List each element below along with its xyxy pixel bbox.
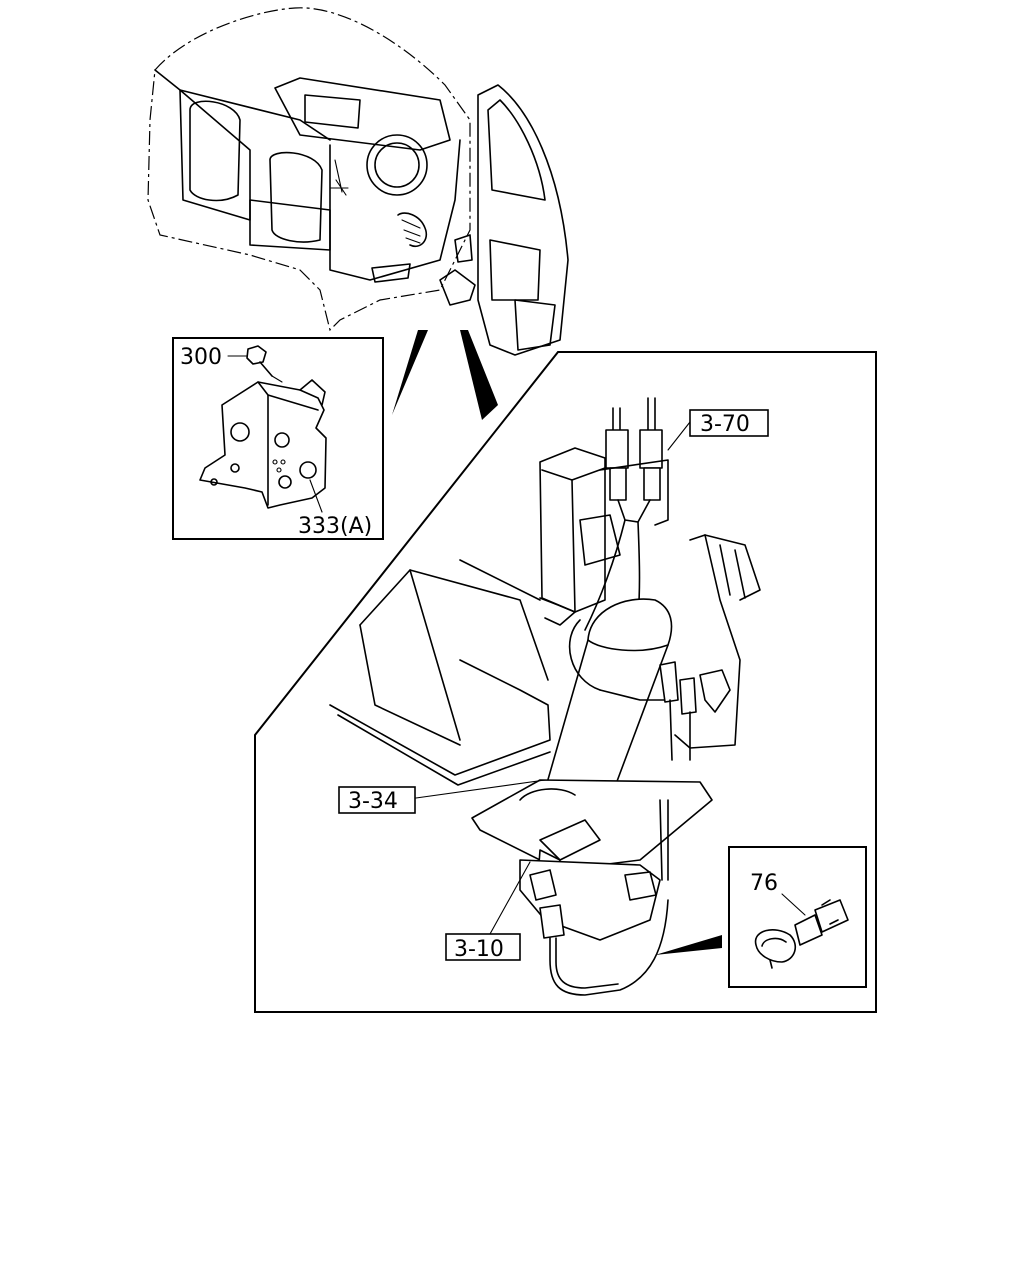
clip-inset: 76 (728, 846, 867, 988)
ref-box-3-34 (338, 786, 416, 814)
ref-box-3-10 (445, 933, 521, 961)
bolt-300 (246, 345, 283, 383)
detail-frame (254, 351, 877, 1013)
bracket-inset-frame (172, 337, 384, 540)
label-clip-76: 76 (750, 871, 778, 896)
cab-overview (147, 7, 569, 420)
shift-lever-detail: 3-70 3-34 3-10 (254, 351, 877, 1013)
label-ref-3-70: 3-70 (700, 412, 750, 437)
bracket-inset: 300 333(A) (172, 337, 384, 540)
bracket-333a (199, 379, 327, 509)
label-bolt-300: 300 (180, 345, 222, 370)
ref-box-3-70 (689, 409, 769, 437)
label-bracket-333a: 333(A) (298, 514, 372, 539)
label-ref-3-10: 3-10 (454, 937, 504, 962)
clip-76 (754, 899, 849, 969)
clip-inset-frame (728, 846, 867, 988)
cables-3-70 (584, 397, 669, 631)
label-ref-3-34: 3-34 (348, 789, 398, 814)
